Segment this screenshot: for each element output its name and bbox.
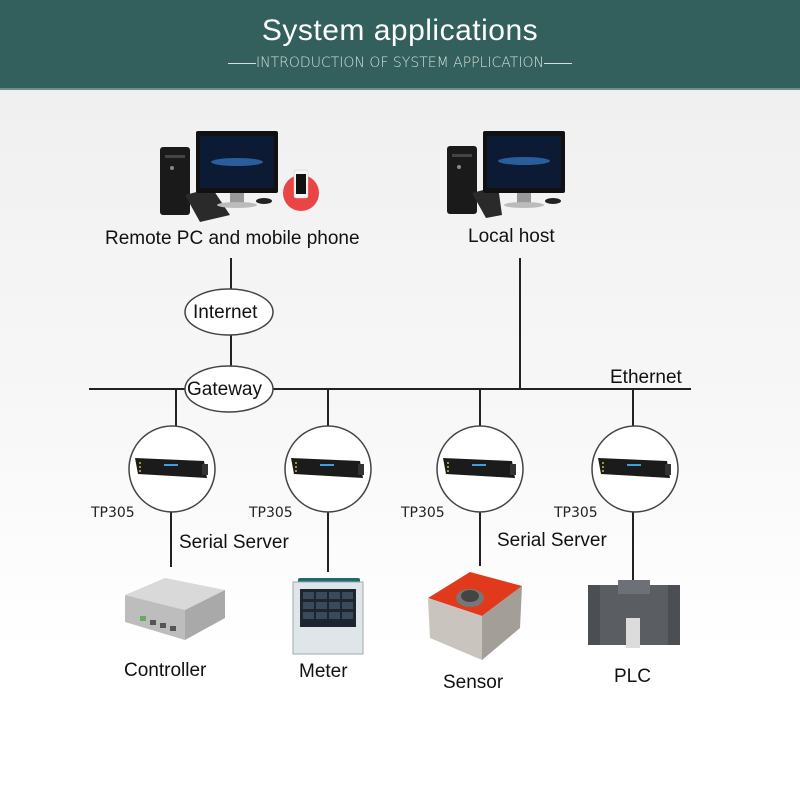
server-2-model-label: TP305 — [249, 505, 293, 521]
page-subtitle: INTRODUCTION OF SYSTEM APPLICATION — [0, 55, 800, 71]
page-title: System applications — [261, 14, 539, 47]
serial-server-device-icon — [443, 458, 516, 478]
meter-recorder-icon — [292, 578, 364, 655]
serial-server-device-icon — [598, 458, 671, 478]
server-4-model-label: TP305 — [554, 505, 598, 521]
controller-label: Controller — [124, 660, 207, 681]
internet-node — [184, 288, 274, 336]
serial-server-label-left: Serial Server — [179, 532, 289, 553]
serial-server-label-right: Serial Server — [497, 530, 607, 551]
internet-label: Internet — [193, 302, 258, 323]
local-host-label: Local host — [468, 226, 555, 247]
serial-server-node-4 — [591, 425, 679, 513]
gateway-node — [184, 365, 274, 413]
sensor-icon — [428, 572, 522, 660]
subtitle-left-dash — [228, 62, 257, 64]
subtitle-right-dash — [543, 62, 572, 64]
serial-server-node-2 — [284, 425, 372, 513]
gateway-label: Gateway — [187, 379, 262, 400]
server-1-model-label: TP305 — [91, 505, 135, 521]
serial-server-device-icon — [135, 458, 208, 478]
serial-server-device-icon — [291, 458, 364, 478]
controller-box-icon — [125, 578, 225, 640]
subtitle-text: INTRODUCTION OF SYSTEM APPLICATION — [256, 55, 544, 71]
sensor-label: Sensor — [443, 672, 504, 693]
server-3-model-label: TP305 — [401, 505, 445, 521]
serial-server-node-1 — [128, 425, 216, 513]
page-header: System applications INTRODUCTION OF SYST… — [0, 0, 800, 90]
remote-pc-label: Remote PC and mobile phone — [105, 228, 360, 249]
serial-server-group — [128, 425, 679, 513]
desktop-pc-with-phone-icon — [160, 131, 319, 222]
serial-server-node-3 — [436, 425, 524, 513]
ethernet-label: Ethernet — [610, 367, 682, 388]
meter-label: Meter — [299, 661, 348, 682]
plc-label: PLC — [614, 666, 651, 687]
plc-module-icon — [588, 580, 680, 648]
desktop-pc-icon — [447, 131, 565, 218]
